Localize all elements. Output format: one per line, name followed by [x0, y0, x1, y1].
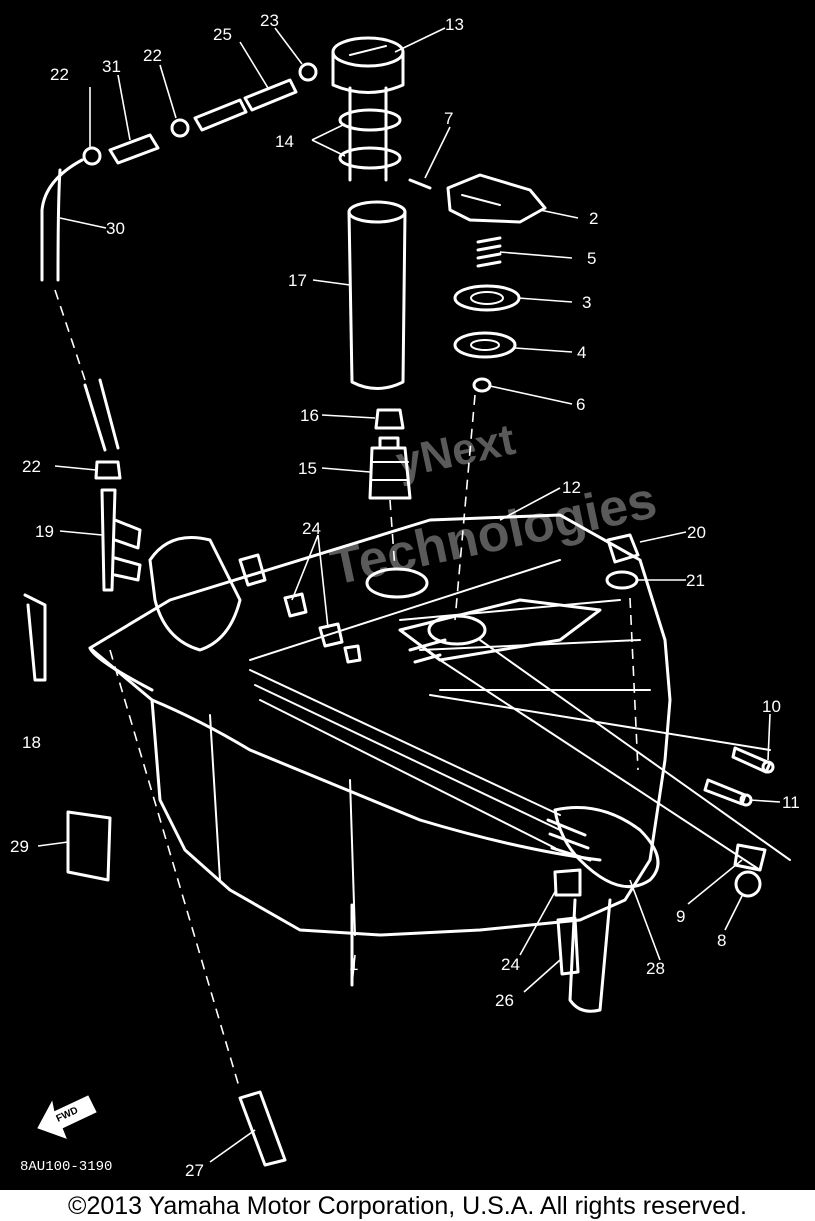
- callout-11: 11: [782, 793, 800, 812]
- callout-1: 1: [349, 955, 358, 974]
- callout-20: 20: [687, 523, 706, 542]
- callout-5: 5: [587, 249, 596, 268]
- callout-16: 16: [300, 406, 319, 425]
- nut-6: [472, 377, 492, 393]
- callout-28: 28: [646, 959, 665, 978]
- callout-6: 6: [576, 395, 585, 414]
- callouts: 22 31 22 25 23 13 14 7 2 30 5 17 3 4 6 1…: [10, 11, 800, 1180]
- callout-23: 23: [260, 11, 279, 30]
- callout-12: 12: [562, 478, 581, 497]
- tube-17: [347, 200, 407, 390]
- callout-4: 4: [577, 343, 586, 362]
- callout-14: 14: [275, 132, 294, 151]
- copyright-notice: ©2013 Yamaha Motor Corporation, U.S.A. A…: [68, 1192, 747, 1220]
- callout-18: 18: [22, 733, 41, 752]
- callout-21: 21: [686, 571, 705, 590]
- watermark-line1: yNext: [392, 415, 520, 488]
- callout-7: 7: [444, 109, 453, 128]
- watermark-line2: Technologies: [325, 471, 661, 597]
- callout-25: 25: [213, 25, 232, 44]
- watermark-subtext: t: [572, 504, 581, 522]
- hose-assembly-left: [23, 62, 318, 1167]
- filter-15-16: [368, 408, 412, 500]
- seal-4: [453, 331, 517, 359]
- right-parts: [238, 394, 775, 976]
- callout-17: 17: [288, 271, 307, 290]
- pin-7: [408, 178, 432, 190]
- callout-24-b: 24: [501, 955, 520, 974]
- callout-26: 26: [495, 991, 514, 1010]
- callout-8: 8: [717, 931, 726, 950]
- diagram-code: 8AU100-3190: [20, 1159, 112, 1175]
- watermark: yNext Technologies t: [325, 415, 661, 597]
- callout-30: 30: [106, 219, 125, 238]
- callout-22-c: 22: [22, 457, 41, 476]
- callout-29: 29: [10, 837, 29, 856]
- leader-lines: [37, 27, 781, 1163]
- hose-28: [546, 806, 660, 1013]
- callout-15: 15: [298, 459, 317, 478]
- tank-lines: [249, 639, 791, 871]
- callout-22-b: 22: [143, 46, 162, 65]
- callout-27: 27: [185, 1161, 204, 1180]
- callout-22-a: 22: [50, 65, 69, 84]
- fwd-arrow-icon: FWD: [37, 1095, 97, 1139]
- callout-10: 10: [762, 697, 781, 716]
- cap-2: [446, 173, 547, 224]
- fuel-tank: [88, 513, 672, 987]
- callout-24-a: 24: [302, 519, 321, 538]
- callout-9: 9: [676, 907, 685, 926]
- seal-3: [453, 284, 521, 312]
- parts-diagram: yNext Technologies t: [0, 0, 815, 1190]
- callout-13: 13: [445, 15, 464, 34]
- callout-3: 3: [582, 293, 591, 312]
- spring-5: [476, 236, 502, 268]
- callout-2: 2: [589, 209, 598, 228]
- rings-14: [338, 108, 402, 170]
- callout-31: 31: [102, 57, 121, 76]
- callout-19: 19: [35, 522, 54, 541]
